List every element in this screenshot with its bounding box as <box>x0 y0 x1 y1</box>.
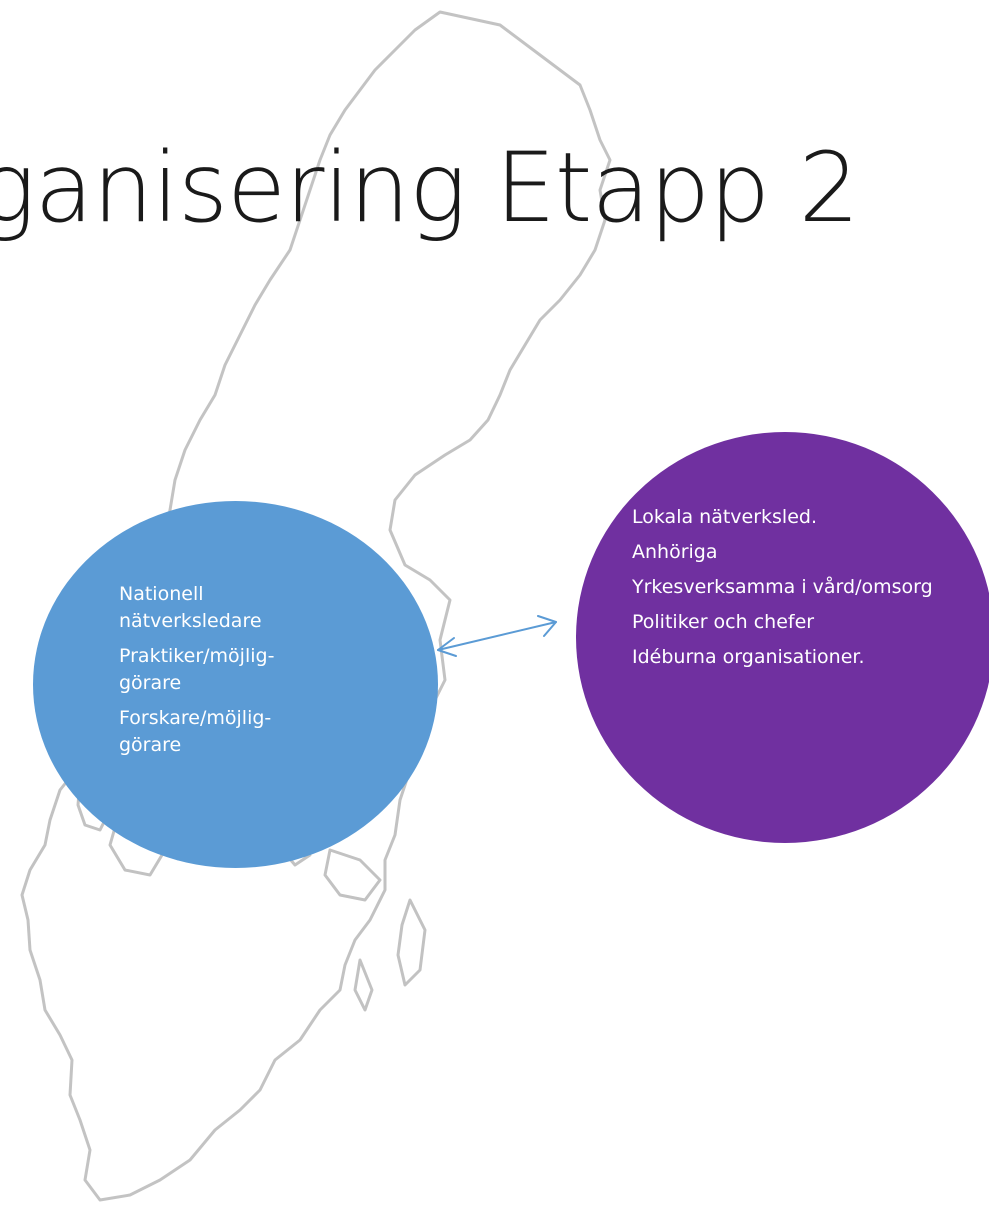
right-circle: Lokala nätverksled. Anhöriga Yrkesverksa… <box>576 432 989 843</box>
left-circle-item: Praktiker/möjlig-görare <box>119 645 275 694</box>
right-circle-list: Lokala nätverksled. Anhöriga Yrkesverksa… <box>632 504 952 679</box>
left-circle-list: Nationell nätverksledare Praktiker/möjli… <box>119 581 319 767</box>
slide-title: ganisering Etapp 2 <box>0 132 860 244</box>
right-circle-item: Anhöriga <box>632 541 718 563</box>
right-circle-item: Idéburna organisationer. <box>632 646 865 668</box>
left-circle: Nationell nätverksledare Praktiker/möjli… <box>33 501 438 868</box>
double-arrow-connector <box>437 615 557 657</box>
right-circle-item: Lokala nätverksled. <box>632 506 817 528</box>
left-circle-item: Nationell nätverksledare <box>119 583 262 632</box>
right-circle-item: Politiker och chefer <box>632 611 815 633</box>
left-circle-item: Forskare/möjlig-görare <box>119 707 272 756</box>
right-circle-item: Yrkesverksamma i vård/omsorg <box>632 576 933 598</box>
